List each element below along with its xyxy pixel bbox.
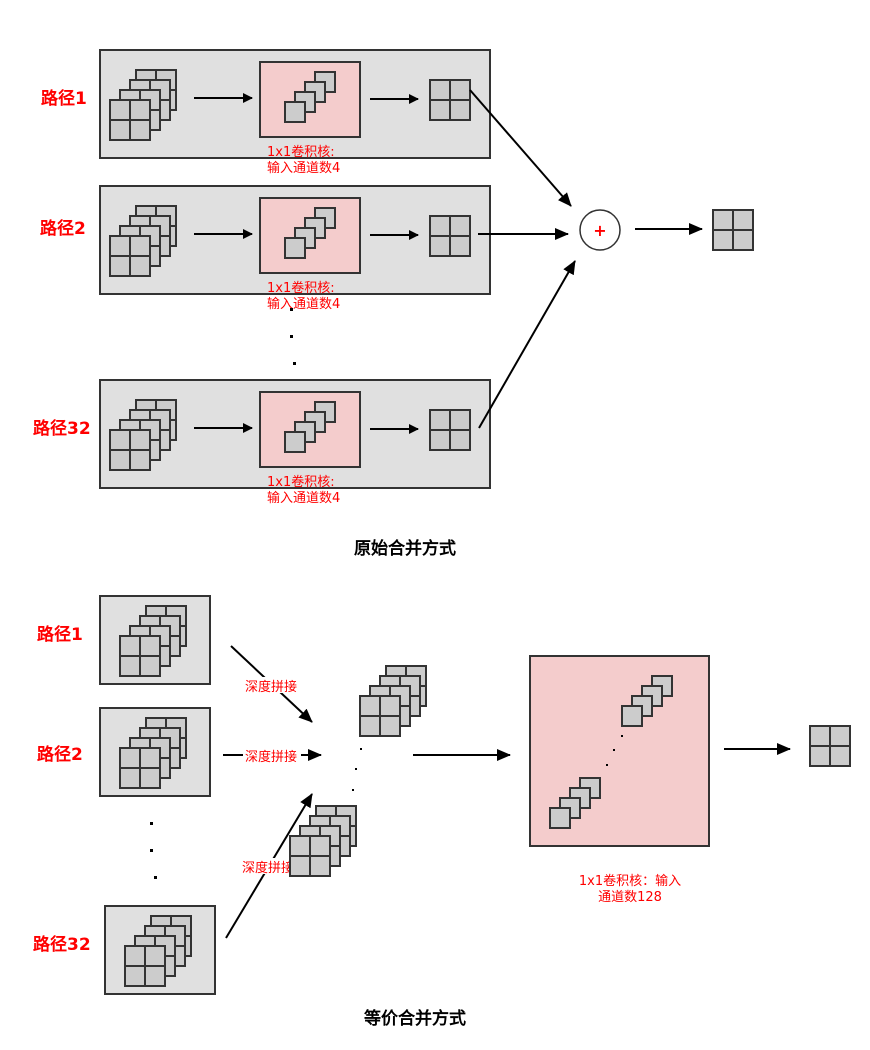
original-path-2: 路径2 1x1卷积核: 输入通道数4 [40,185,491,312]
sum-circle-icon [579,209,621,251]
kernel-note-line2: 输入通道数4 [267,296,340,312]
kernel-note-line2: 输入通道数4 [267,490,340,506]
equivalent-path-32: 路径32 [33,905,216,995]
final-output-feature-map-icon [712,209,754,251]
concatenated-stack-bottom-icon [290,806,356,876]
original-ellipsis [290,308,296,365]
arrow-to-sum [478,260,576,429]
path-label: 路径2 [40,218,86,239]
sum-node: + [579,209,621,251]
kernel-note-line2: 输入通道数4 [267,160,340,176]
equivalent-path-2: 路径2 [37,707,211,797]
equivalent-merge-section: 路径1 路径2 路径32 深度拼接 深度拼接 [33,595,851,1029]
equivalent-path-1: 路径1 [37,595,211,685]
path-label: 路径32 [33,418,91,439]
plus-icon: + [593,221,606,240]
concat-label: 深度拼接 [245,679,297,695]
arrow-to-sum [469,89,572,207]
original-merge-section: 路径1 1x1卷积核: 输入通道数4 路径2 1x1卷积核: 输入通道数4 [33,49,754,559]
final-output-feature-map-icon [809,725,851,767]
output-feature-map-icon [429,79,471,121]
grouped-kernel-box [529,655,710,847]
kernel-note-line1: 1x1卷积核：输入 [579,873,681,889]
kernel-note-line1: 1x1卷积核: [267,144,335,160]
original-path-32: 路径32 1x1卷积核: 输入通道数4 [33,379,491,506]
kernel-note-line2: 通道数128 [598,890,662,905]
concat-label: 深度拼接 [242,860,294,876]
section-title-equivalent: 等价合并方式 [364,1008,466,1029]
concatenated-stack-top-icon [360,666,426,736]
output-feature-map-icon [429,215,471,257]
kernel-note-line1: 1x1卷积核: [267,280,335,296]
output-feature-map-icon [429,409,471,451]
path-label: 路径2 [37,744,83,765]
path-label: 路径1 [37,624,83,645]
kernel-note-line1: 1x1卷积核: [267,474,335,490]
equivalent-ellipsis [150,822,157,879]
path-label: 路径1 [41,88,87,109]
path-label: 路径32 [33,934,91,955]
section-title-original: 原始合并方式 [354,538,456,559]
concat-ellipsis [352,748,362,791]
original-path-1: 路径1 1x1卷积核: 输入通道数4 [41,49,491,176]
concat-label: 深度拼接 [245,749,297,765]
